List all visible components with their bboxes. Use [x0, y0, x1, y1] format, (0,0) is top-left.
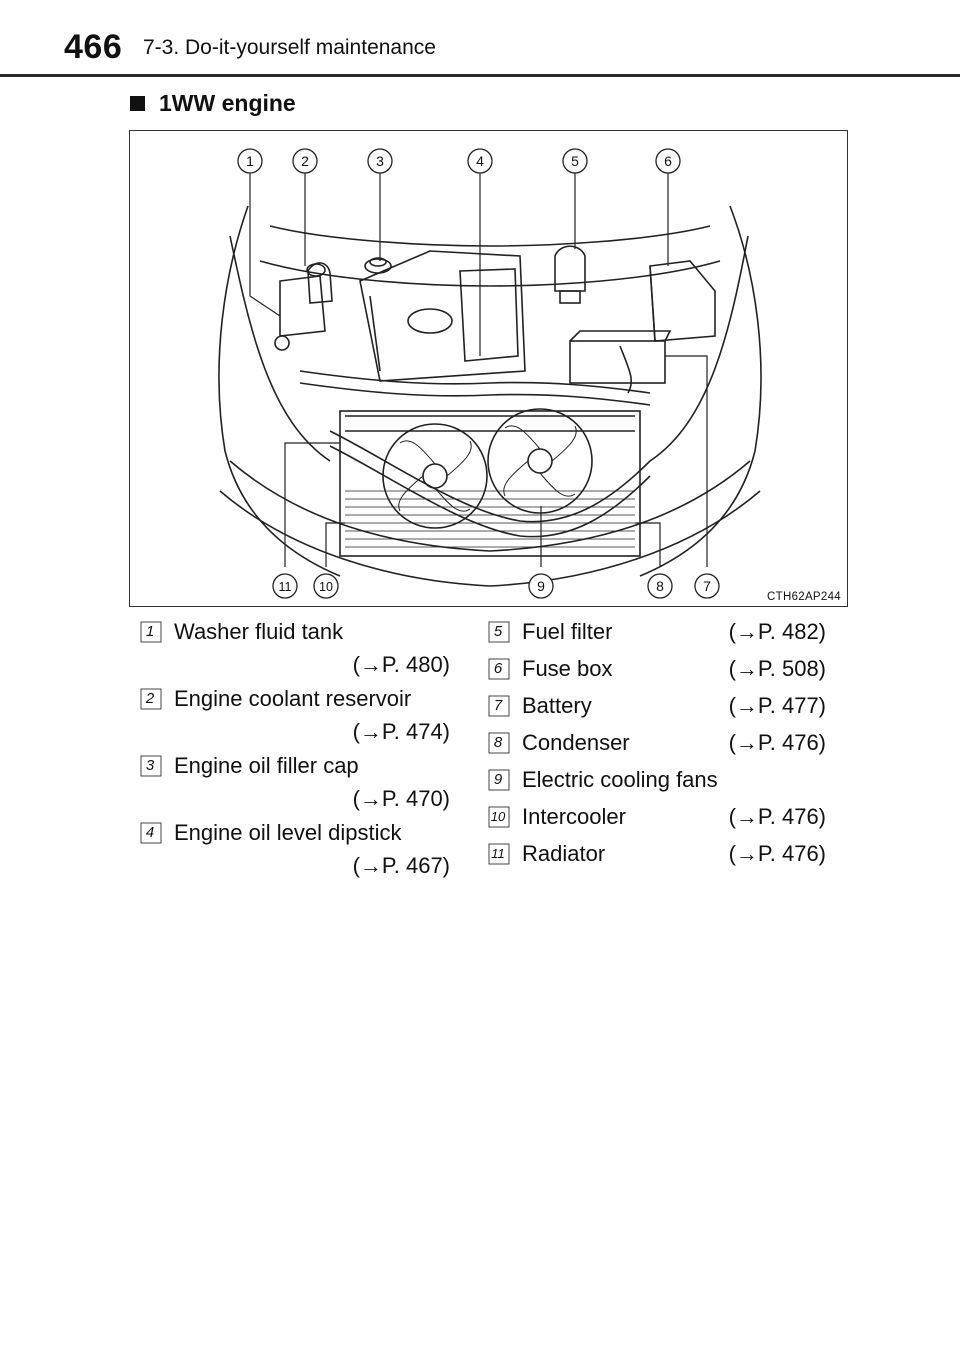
square-bullet-icon: [130, 96, 145, 111]
legend-label: Engine coolant reservoir: [174, 686, 412, 711]
page-reference: (→P. 470): [352, 786, 450, 811]
legend-label: Engine oil filler cap: [174, 753, 359, 778]
engine-illustration: 1 2 3 4 5 6 7 8 9 10 11 CTH62AP244: [129, 130, 848, 607]
legend-label: Radiator: [522, 841, 606, 866]
legend-label: Fuel filter: [522, 619, 613, 644]
callout-2: 2: [301, 153, 309, 169]
number-badge-icon: 5: [488, 621, 510, 643]
callout-6: 6: [664, 153, 672, 169]
number-badge-icon: 4: [140, 822, 162, 844]
callout-5: 5: [571, 153, 579, 169]
page-reference: (→P. 480): [352, 652, 450, 677]
legend-label: Battery: [522, 693, 592, 718]
legend-label: Electric cooling fans: [522, 767, 718, 792]
page-reference: (→P. 508): [728, 656, 826, 681]
page-reference: (→P. 476): [728, 804, 826, 829]
legend-label: Engine oil level dipstick: [174, 820, 402, 845]
number-badge-icon: 8: [488, 732, 510, 754]
callout-3: 3: [376, 153, 384, 169]
page-reference: (→P. 467): [352, 853, 450, 878]
number-badge-icon: 10: [488, 806, 510, 828]
number-badge-icon: 11: [488, 843, 510, 865]
page-number: 466: [64, 28, 123, 66]
callout-10: 10: [319, 580, 333, 594]
callout-1: 1: [246, 153, 254, 169]
number-badge-icon: 1: [140, 621, 162, 643]
legend-label: Fuse box: [522, 656, 613, 681]
header-rule: [0, 74, 960, 77]
callout-4: 4: [476, 153, 484, 169]
legend-label: Washer fluid tank: [174, 619, 344, 644]
page-header: 466 7-3. Do-it-yourself maintenance: [0, 0, 960, 80]
number-badge-icon: 9: [488, 769, 510, 791]
chapter-title: 7-3. Do-it-yourself maintenance: [143, 36, 436, 59]
callout-9: 9: [537, 578, 545, 594]
engine-bay-drawing: 1 2 3 4 5 6 7 8 9 10 11: [218, 148, 762, 599]
page-reference: (→P. 482): [728, 619, 826, 644]
callout-8: 8: [656, 578, 664, 594]
legend-label: Condenser: [522, 730, 630, 755]
page-reference: (→P. 476): [728, 730, 826, 755]
section-title: 1WW engine: [159, 90, 296, 116]
number-badge-icon: 2: [140, 688, 162, 710]
number-badge-icon: 3: [140, 755, 162, 777]
legend-label: Intercooler: [522, 804, 626, 829]
figure-code: CTH62AP244: [767, 591, 841, 603]
page-reference: (→P. 474): [352, 719, 450, 744]
page-reference: (→P. 477): [728, 693, 826, 718]
page-reference: (→P. 476): [728, 841, 826, 866]
number-badge-icon: 6: [488, 658, 510, 680]
number-badge-icon: 7: [488, 695, 510, 717]
section-heading: 1WW engine: [130, 90, 296, 117]
callout-11: 11: [279, 580, 292, 594]
callout-7: 7: [703, 578, 711, 594]
